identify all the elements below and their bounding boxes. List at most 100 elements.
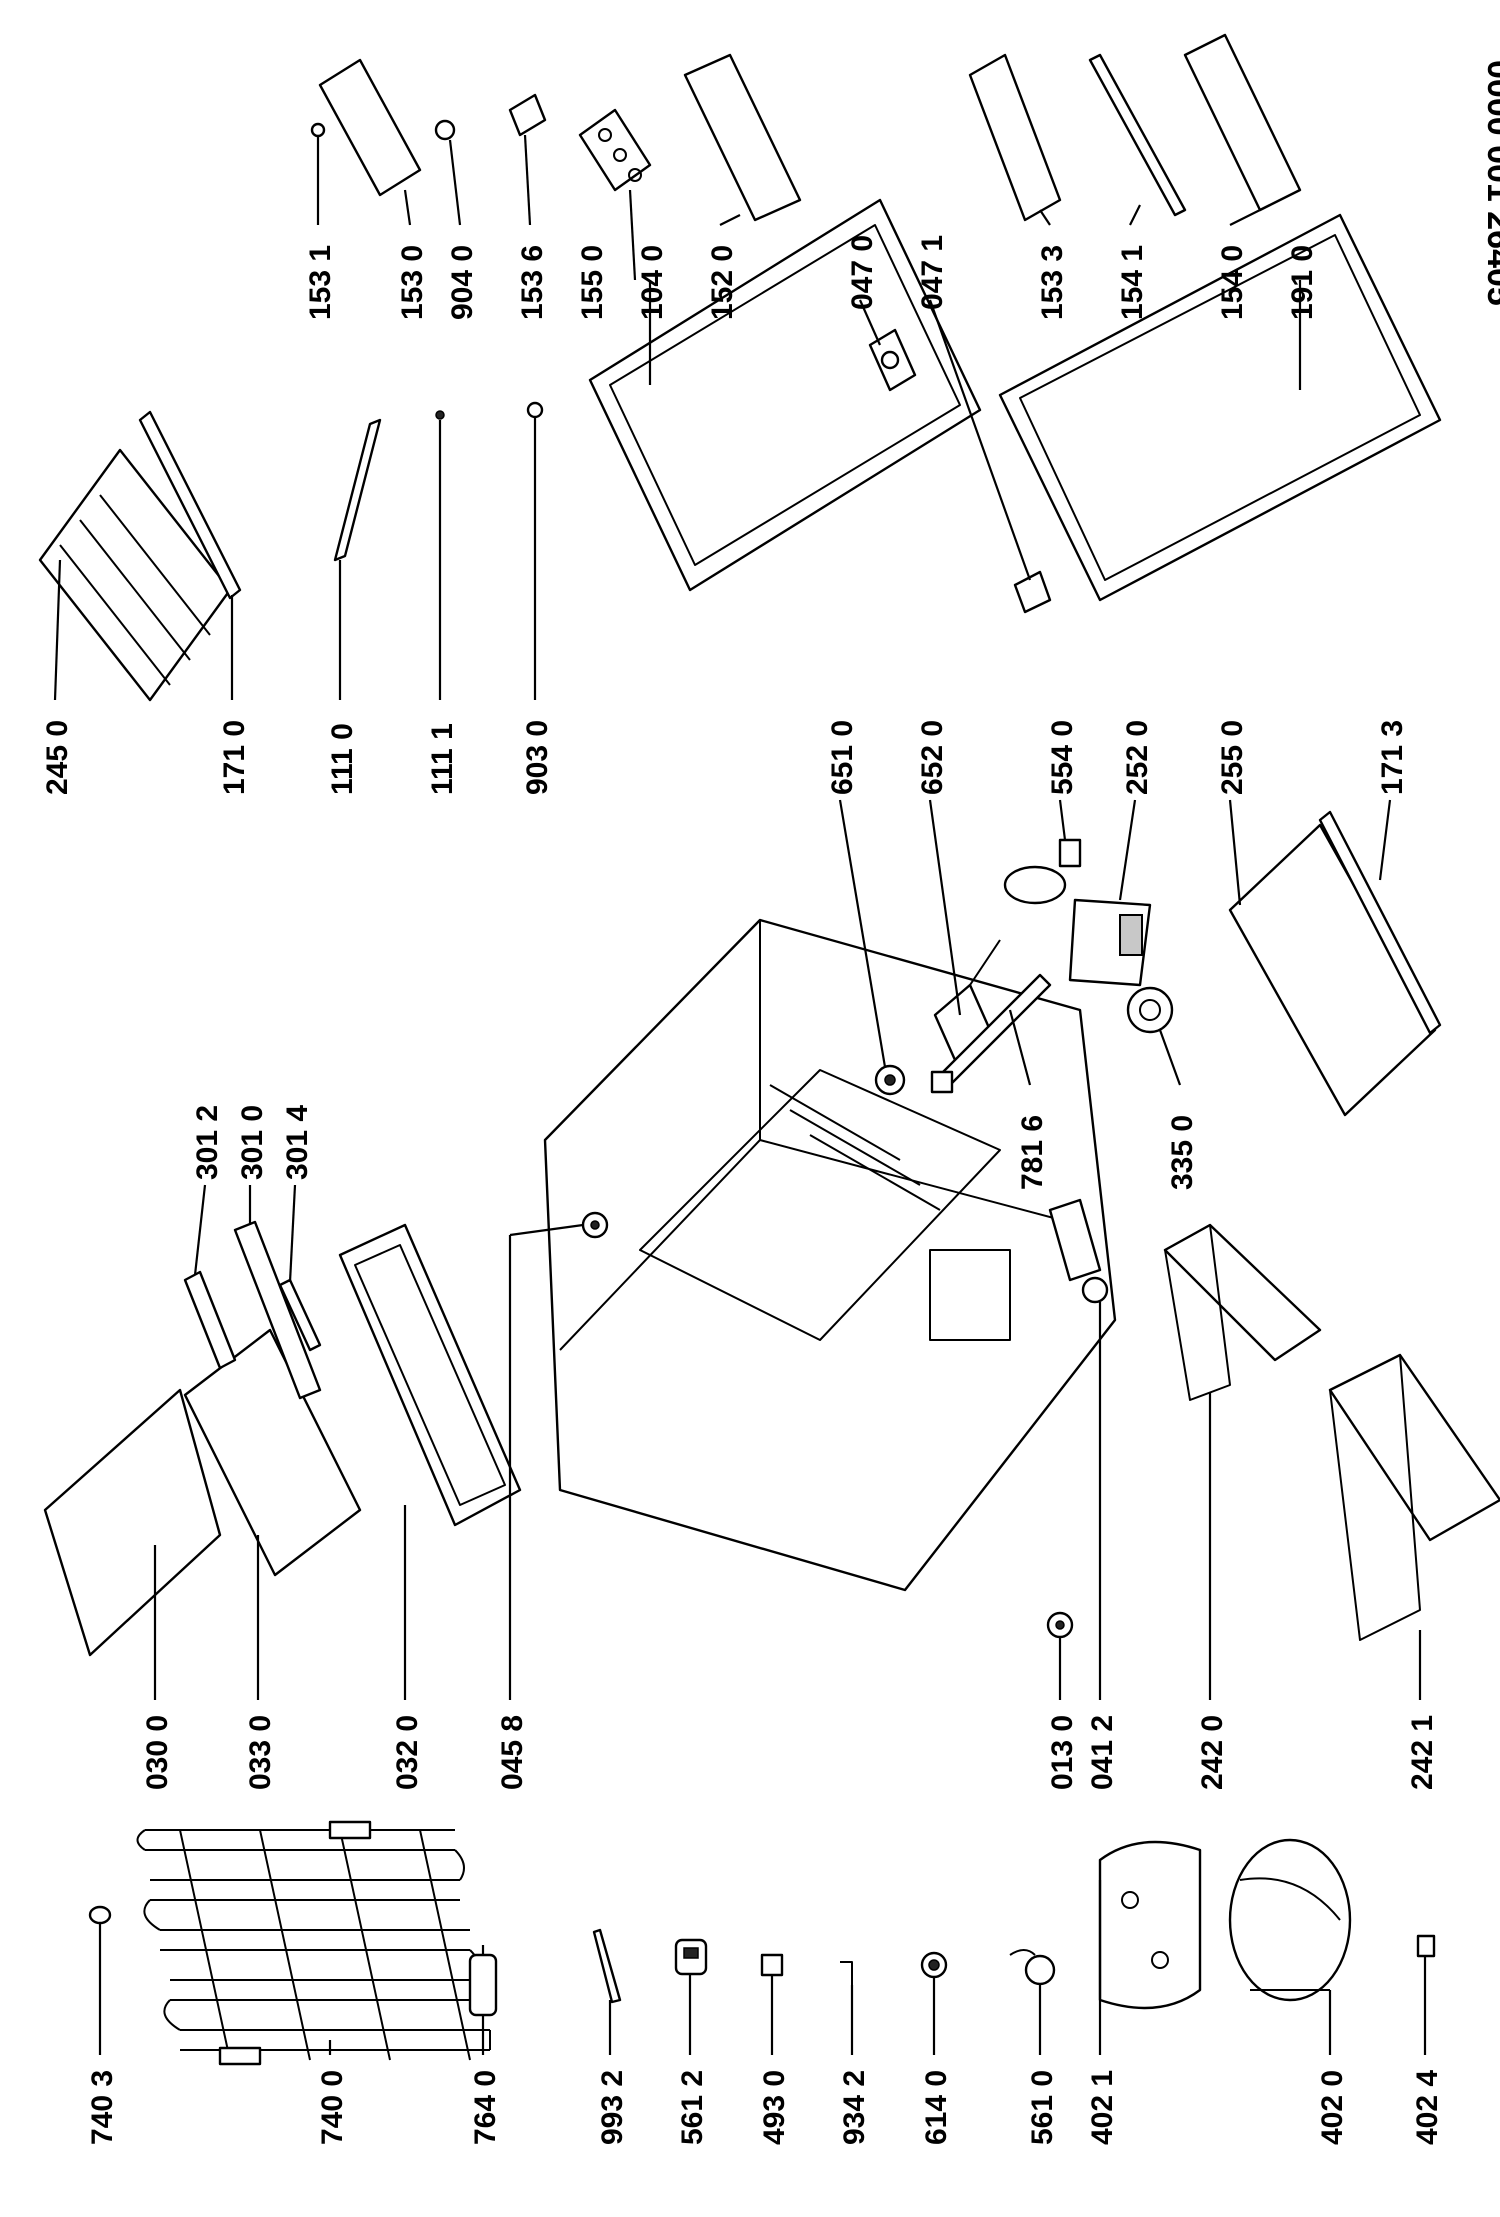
callout-242-0: 242 0 [1196,1715,1229,1790]
callout-402-4: 402 4 [1411,2070,1444,2145]
part-lamp-housing-252-0 [1068,898,1152,987]
part-clip-493-0 [760,1953,784,1977]
part-bar-154-1 [1088,53,1187,217]
part-foot-013-0 [1046,1611,1074,1639]
callout-740-3: 740 3 [86,2070,119,2145]
callout-252-0: 252 0 [1121,720,1154,795]
part-wire-934-2 [840,1961,853,1985]
callout-152-0: 152 0 [706,245,739,320]
part-sensor-993-2 [592,1928,622,2004]
part-light-switch-781-6 [930,973,1052,1094]
callout-111-1: 111 1 [426,723,459,795]
part-hinge-bottom-111-0 [333,418,382,562]
callout-904-0: 904 0 [446,245,479,320]
callout-154-1: 154 1 [1116,245,1149,320]
part-pin-111-1 [435,410,445,420]
callout-245-0: 245 0 [41,720,74,795]
callout-614-0: 614 0 [920,2070,953,2145]
callout-030-0: 030 0 [141,1715,174,1790]
callout-047-1: 047 1 [916,235,949,310]
part-mount-plate-402-1 [1098,1840,1202,2010]
part-bottle-shelf-153-0 [318,58,422,197]
part-grommet-614-0 [920,1951,948,1979]
callout-561-0: 561 0 [1026,2070,1059,2145]
part-profile-301-0 [233,1220,322,1400]
part-handle-047-0 [868,328,917,392]
callout-191-0: 191 0 [1286,245,1319,320]
callout-047-0: 047 0 [846,235,879,310]
callout-033-0: 033 0 [244,1715,277,1790]
part-profile-301-2 [183,1270,237,1370]
part-door-freezer-104-0 [588,198,982,592]
part-hinge-045-8 [581,1211,609,1239]
callout-153-6: 153 6 [516,245,549,320]
callout-301-0: 301 0 [236,1105,269,1180]
callout-934-2: 934 2 [838,2070,871,2145]
document-number: 0000 001 26405 [1480,60,1500,306]
part-trim-171-3 [1318,810,1442,1035]
callout-781-6: 781 6 [1016,1115,1049,1190]
callout-242-1: 242 1 [1406,1715,1439,1790]
callout-402-0: 402 0 [1316,2070,1349,2145]
callout-301-4: 301 4 [281,1105,314,1180]
callout-652-0: 652 0 [916,720,949,795]
part-cabinet [543,918,1117,1592]
part-egg-tray-155-0 [578,108,652,192]
callout-041-2: 041 2 [1086,1715,1119,1790]
part-overload-561-0 [1009,1949,1056,1986]
callout-104-0: 104 0 [636,245,669,320]
callout-764-0: 764 0 [469,2070,502,2145]
callout-171-3: 171 3 [1376,720,1409,795]
part-door-shelf-152-0 [683,53,802,222]
part-handle-047-1 [1013,570,1052,614]
part-condenser-740-0 [136,1820,491,2066]
part-shelf-033-0 [183,1328,362,1577]
part-relay-561-2 [674,1938,708,1976]
part-screw-153-1 [310,122,326,138]
part-crisper-242-0 [1163,1223,1322,1401]
part-cap-904-0 [434,119,456,141]
part-shelf-glass-030-0 [43,1388,222,1657]
part-profile-301-4 [278,1278,322,1352]
part-compressor-402-0 [1228,1838,1352,2002]
callout-255-0: 255 0 [1216,720,1249,795]
callout-111-0: 111 0 [326,723,359,795]
part-knob-651-0 [874,1064,906,1096]
part-door-shelf-153-3 [968,53,1062,222]
part-lamp-cover-554-0 [1003,838,1082,905]
callout-153-3: 153 3 [1036,245,1069,320]
part-hinge-pin-903-0 [526,401,544,419]
leader-lines [53,134,1427,2055]
callout-903-0: 903 0 [521,720,554,795]
callout-335-0: 335 0 [1166,1115,1199,1190]
part-drier-764-0 [468,1945,498,2025]
part-bottle-rack-154-0 [1183,33,1302,212]
callout-554-0: 554 0 [1046,720,1079,795]
part-freezer-door-032-0 [338,1223,522,1527]
part-trim-171-0 [138,410,242,600]
callout-651-0: 651 0 [826,720,859,795]
callout-561-2: 561 2 [676,2070,709,2145]
part-door-fridge-191-0 [998,213,1442,602]
callout-993-2: 993 2 [596,2070,629,2145]
callout-301-2: 301 2 [191,1105,224,1180]
callout-153-1: 153 1 [304,245,337,320]
callout-153-0: 153 0 [396,245,429,320]
callout-labels: 740 3 740 0 764 0 993 2 561 2 493 0 934 … [41,235,1444,2145]
callout-402-1: 402 1 [1086,2070,1119,2145]
part-clip-153-6 [508,93,547,137]
callout-045-8: 045 8 [496,1715,529,1790]
part-plug-740-3 [88,1905,112,1925]
callout-032-0: 032 0 [391,1715,424,1790]
part-clip-402-4 [1416,1934,1436,1958]
callout-493-0: 493 0 [758,2070,791,2145]
part-hinge-bracket-041-2 [1048,1198,1109,1304]
part-crisper-242-1 [1328,1353,1500,1641]
part-freezer-rack-245-0 [38,448,232,702]
callout-740-0: 740 0 [316,2070,349,2145]
callout-154-0: 154 0 [1216,245,1249,320]
callout-155-0: 155 0 [576,245,609,320]
callout-013-0: 013 0 [1046,1715,1079,1790]
callout-171-0: 171 0 [218,720,251,795]
